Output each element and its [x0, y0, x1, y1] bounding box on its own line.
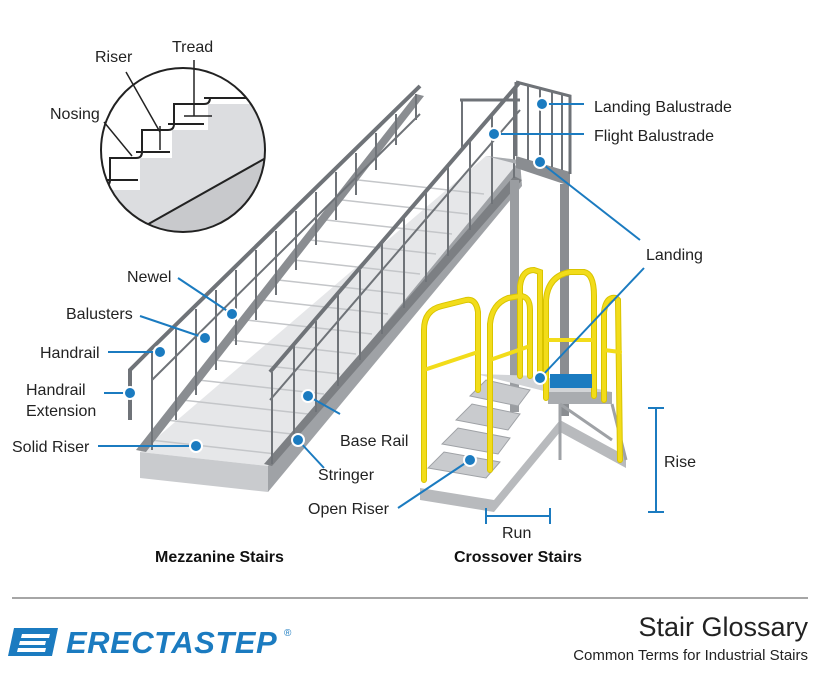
run-dimension — [485, 508, 551, 524]
erectastep-logo-icon — [8, 628, 58, 656]
label-solid-riser: Solid Riser — [12, 439, 90, 456]
rise-dimension — [648, 407, 664, 513]
tread-riser-detail-icon — [100, 67, 266, 233]
label-landing: Landing — [646, 247, 703, 264]
footer-subtitle: Common Terms for Industrial Stairs — [573, 647, 808, 664]
callout-dots — [123, 97, 549, 467]
label-rise: Rise — [664, 454, 696, 471]
label-flight-balustrade: Flight Balustrade — [594, 128, 714, 145]
label-nosing: Nosing — [50, 106, 100, 123]
label-open-riser: Open Riser — [308, 501, 390, 518]
label-handrail-extension-2: Extension — [26, 403, 96, 420]
label-riser: Riser — [95, 49, 133, 66]
label-handrail-extension-1: Handrail — [26, 382, 86, 399]
nosing-leader — [103, 121, 133, 157]
leader-lines — [98, 103, 645, 509]
label-newel: Newel — [127, 269, 171, 286]
crossover-stair-illustration — [420, 266, 628, 512]
brand-wordmark: ERECTASTEP — [66, 625, 277, 660]
label-balusters: Balusters — [66, 306, 133, 323]
brand-registered-mark: ® — [284, 628, 292, 639]
riser-leader — [125, 71, 161, 133]
label-base-rail: Base Rail — [340, 433, 408, 450]
caption-mezzanine: Mezzanine Stairs — [155, 549, 284, 566]
caption-crossover: Crossover Stairs — [454, 549, 582, 566]
label-run: Run — [502, 525, 531, 542]
label-stringer: Stringer — [318, 467, 375, 484]
footer-title: Stair Glossary — [638, 612, 808, 642]
label-tread: Tread — [172, 39, 213, 56]
label-landing-balustrade: Landing Balustrade — [594, 99, 732, 116]
label-handrail: Handrail — [40, 345, 100, 362]
